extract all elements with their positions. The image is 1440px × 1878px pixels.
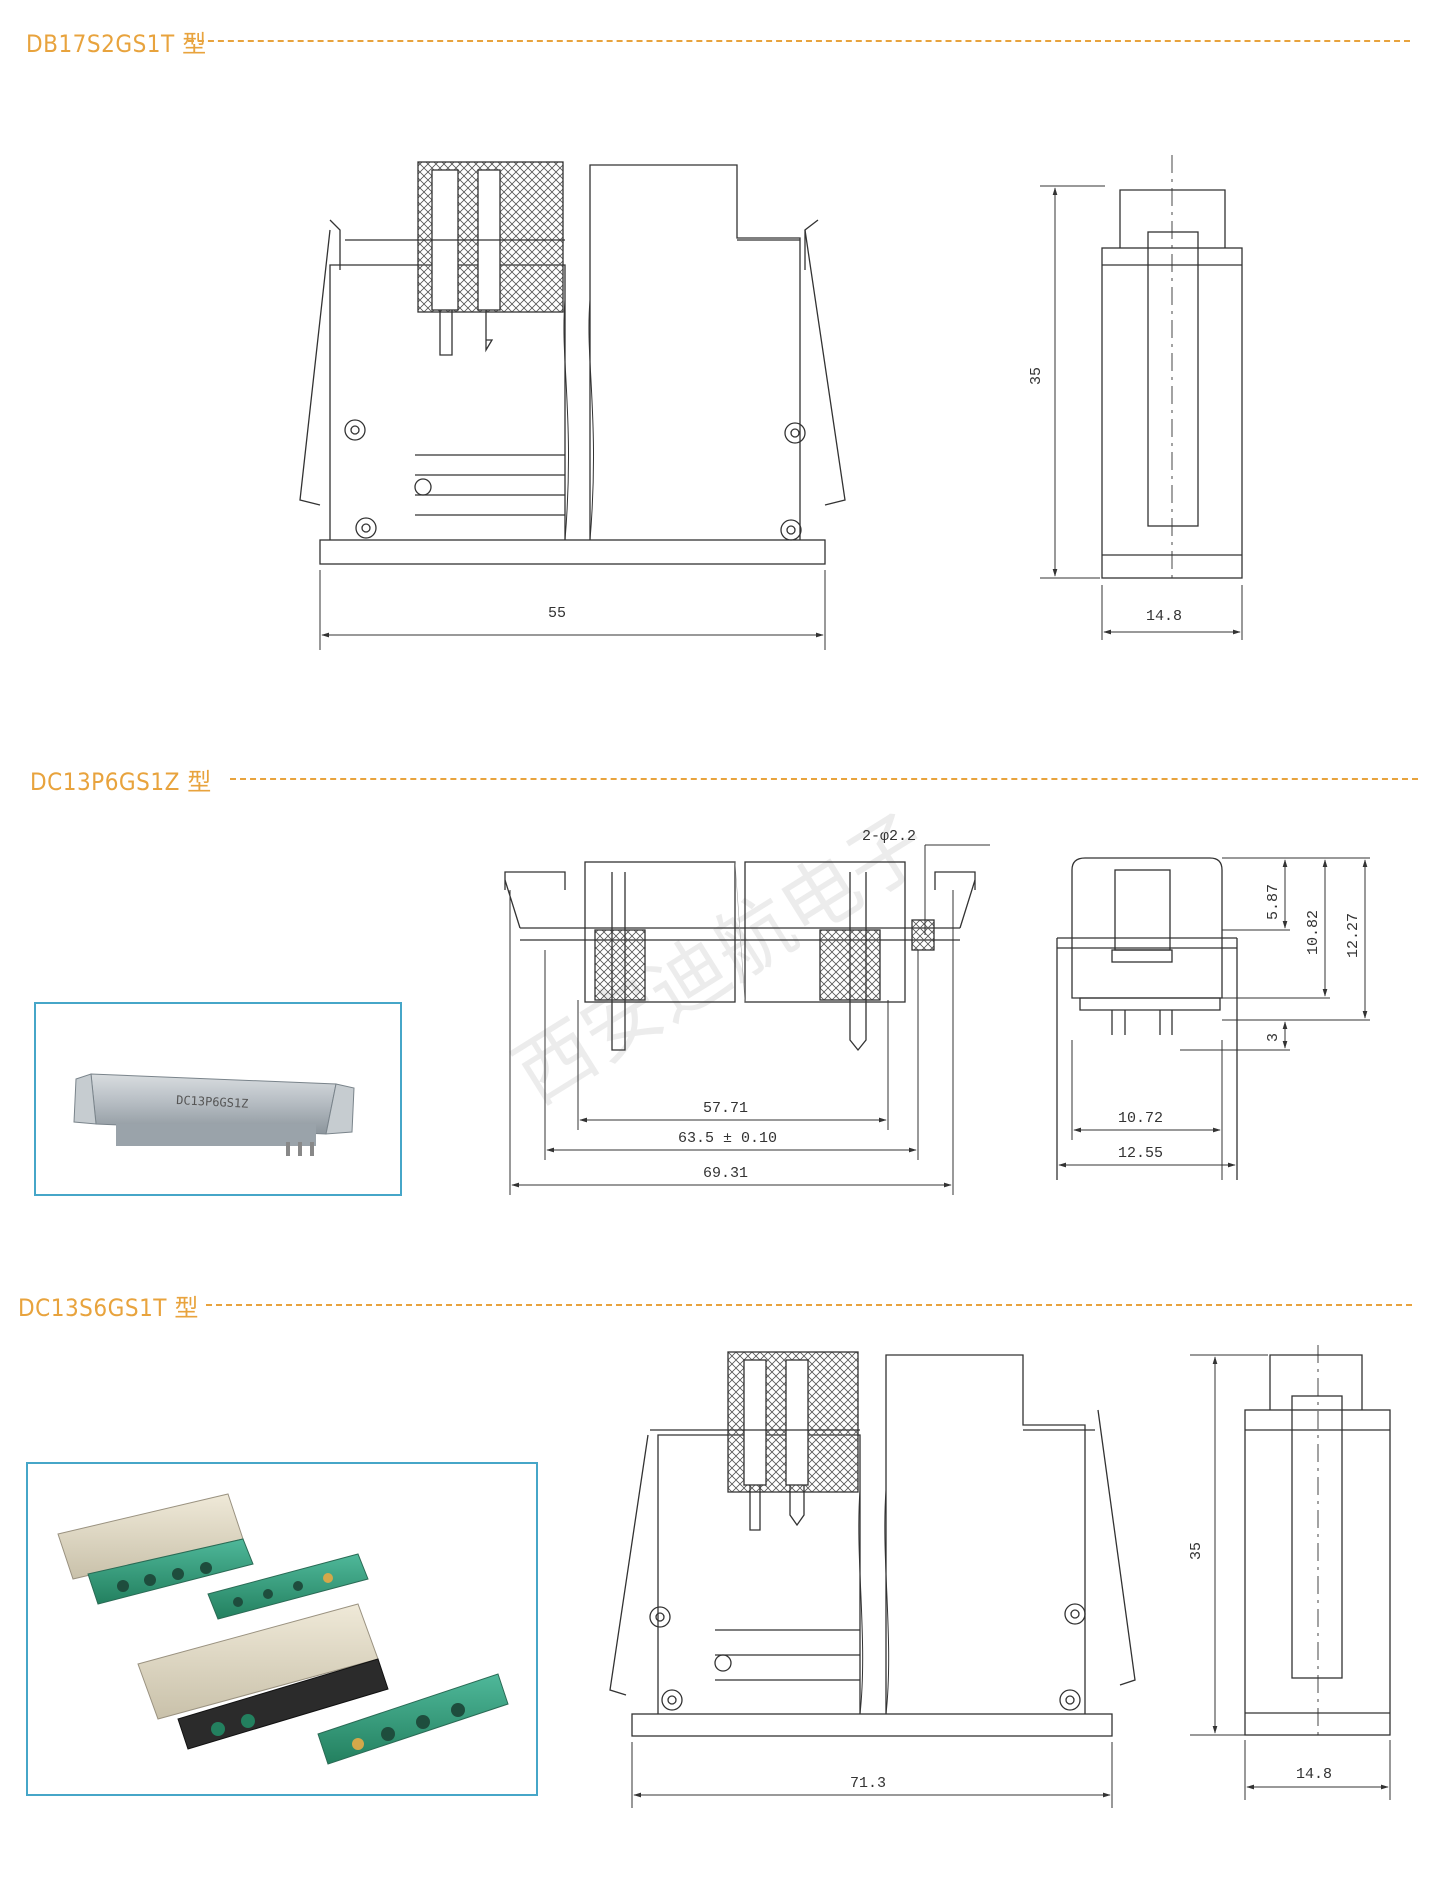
s2-h2-label: 10.82 <box>1305 910 1322 955</box>
s2-hole-label: 2-φ2.2 <box>862 828 916 845</box>
s2-w2-label: 63.5 ± 0.10 <box>678 1130 777 1147</box>
s2-d2-label: 12.55 <box>1118 1145 1163 1162</box>
s2-h4-label: 3 <box>1265 1033 1282 1042</box>
s3-width-label: 71.3 <box>850 1775 886 1792</box>
s2-side-dims <box>1058 857 1370 1180</box>
s3-height-label: 35 <box>1188 1542 1205 1560</box>
s3-front-dim <box>631 1742 1113 1808</box>
s1-front-view <box>299 161 846 565</box>
section-title-2: DC13P6GS1Z 型 <box>30 768 212 796</box>
section-title-1: DB17S2GS1T 型 <box>26 30 207 58</box>
s1-side-dim <box>1040 185 1243 640</box>
s3-side-dim <box>1190 1354 1391 1800</box>
s1-front-dim <box>319 570 826 650</box>
s1-height-label: 35 <box>1028 367 1045 385</box>
s2-h1-label: 5.87 <box>1265 884 1282 920</box>
product-photo-2 <box>26 1462 538 1796</box>
s1-width-label: 55 <box>548 605 566 622</box>
s2-d1-label: 10.72 <box>1118 1110 1163 1127</box>
s3-depth-label: 14.8 <box>1296 1766 1332 1783</box>
section-rule-2 <box>230 778 1418 780</box>
section-rule-3 <box>206 1304 1412 1306</box>
s2-w3-label: 69.31 <box>703 1165 748 1182</box>
section-rule-1 <box>188 40 1410 42</box>
product-photo-1: DC13P6GS1Z <box>34 1002 402 1196</box>
s3-side-view <box>1244 1345 1391 1740</box>
s2-w1-label: 57.71 <box>703 1100 748 1117</box>
connector-photo-1: DC13P6GS1Z <box>73 1073 355 1156</box>
s3-front-view <box>609 1351 1136 1737</box>
s2-side-view <box>1056 857 1238 1180</box>
connector-photo-2 <box>57 1493 509 1765</box>
section-title-3: DC13S6GS1T 型 <box>18 1294 199 1322</box>
s1-depth-label: 14.8 <box>1146 608 1182 625</box>
s2-front-dims <box>509 844 990 1195</box>
photo-engraving: DC13P6GS1Z <box>176 1093 249 1111</box>
s2-h3-label: 12.27 <box>1345 913 1362 958</box>
s1-side-view <box>1101 155 1243 580</box>
s2-front-view <box>504 861 976 1052</box>
